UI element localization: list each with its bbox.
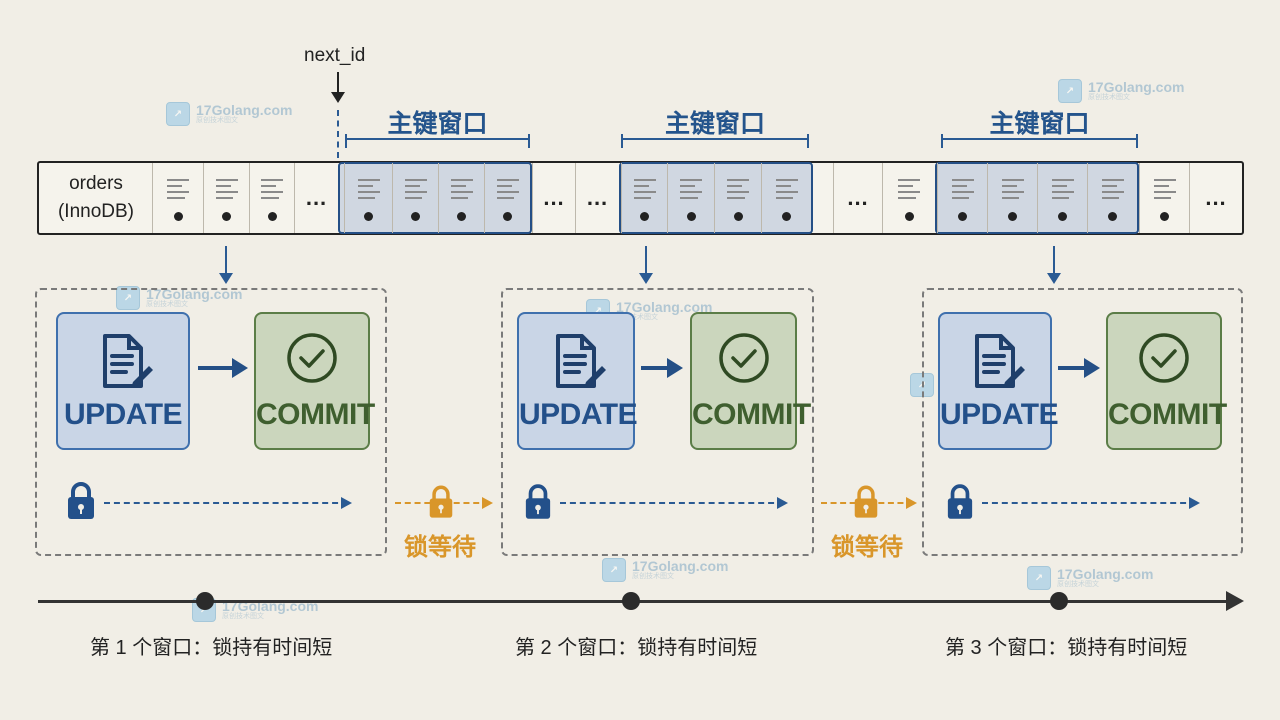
ellipsis-cell: ...	[532, 163, 575, 233]
timeline-label-2: 第 2 个窗口：锁持有时间短	[515, 637, 758, 659]
watermark-logo-icon: ↗	[166, 102, 190, 126]
row-cell	[621, 163, 667, 233]
lock-hold-line	[104, 497, 352, 509]
watermark-logo-icon: ↗	[1058, 79, 1082, 103]
next-id-arrow	[337, 72, 339, 94]
update-label: UPDATE	[940, 398, 1059, 431]
lock-wait-icon	[854, 485, 878, 518]
timeline-dot	[622, 592, 640, 610]
window-2-panel	[501, 288, 814, 556]
update-to-commit-arrow	[1058, 358, 1100, 378]
row-cell	[714, 163, 761, 233]
lock-icon	[525, 484, 551, 519]
check-circle-icon	[287, 333, 337, 383]
row-cell	[438, 163, 484, 233]
row-cell	[249, 163, 294, 233]
window-2-label: 主键窗口	[664, 110, 765, 138]
watermark-logo-icon: ↗	[602, 558, 626, 582]
timeline-dot	[196, 592, 214, 610]
next-id-dashed-guide	[337, 110, 339, 158]
table-name: orders (InnoDB)	[40, 170, 152, 226]
lock-hold-line	[560, 497, 788, 509]
timeline-label-3: 第 3 个窗口：锁持有时间短	[945, 637, 1188, 659]
update-to-commit-arrow	[198, 358, 248, 378]
window-3-bracket	[941, 134, 1138, 152]
window-1-bracket	[345, 134, 530, 152]
update-card: UPDATE	[56, 312, 190, 450]
update-label: UPDATE	[519, 398, 638, 431]
row-cell	[761, 163, 811, 233]
ellipsis-cell: ...	[833, 163, 882, 233]
commit-card: COMMIT	[690, 312, 811, 450]
timeline-label-1: 第 1 个窗口：锁持有时间短	[90, 637, 333, 659]
lock-wait-label: 锁等待	[404, 534, 476, 561]
table-name-label: orders	[69, 173, 123, 194]
table-engine-label: (InnoDB)	[57, 201, 135, 222]
lock-wait-label: 锁等待	[831, 534, 903, 561]
row-cell	[392, 163, 438, 233]
row-cell	[1037, 163, 1087, 233]
update-label: UPDATE	[63, 398, 183, 431]
lock-hold-line	[982, 497, 1200, 509]
timeline-dot	[1050, 592, 1068, 610]
commit-label: COMMIT	[256, 398, 375, 431]
window-2-down-arrow	[639, 246, 653, 284]
commit-label: COMMIT	[692, 398, 811, 431]
ellipsis-cell: ...	[575, 163, 619, 233]
document-edit-icon	[556, 334, 606, 388]
row-cell	[882, 163, 935, 233]
row-cell	[987, 163, 1037, 233]
lock-wait-icon	[429, 485, 453, 518]
window-3-down-arrow	[1047, 246, 1061, 284]
document-edit-icon	[103, 334, 153, 388]
window-2-bracket	[621, 134, 809, 152]
row-cell	[1139, 163, 1189, 233]
row-cell	[1087, 163, 1137, 233]
lock-icon	[947, 484, 973, 519]
window-1-panel	[35, 288, 387, 556]
check-circle-icon	[1139, 333, 1189, 383]
row-cell	[484, 163, 530, 233]
next-id-arrowhead	[331, 92, 345, 103]
commit-card: COMMIT	[1106, 312, 1227, 450]
update-card: UPDATE	[517, 312, 638, 450]
update-card: UPDATE	[938, 312, 1059, 450]
window-1-down-arrow	[219, 246, 233, 284]
lock-icon	[68, 482, 94, 519]
window-3-label: 主键窗口	[989, 110, 1090, 138]
update-to-commit-arrow	[641, 358, 683, 378]
window-1-label: 主键窗口	[387, 110, 488, 138]
check-circle-icon	[718, 333, 769, 383]
window-3-panel	[922, 288, 1243, 556]
row-cell	[344, 163, 392, 233]
row-cell	[667, 163, 714, 233]
row-cell	[203, 163, 249, 233]
watermark-logo-icon: ↗	[1027, 566, 1051, 590]
document-edit-icon	[975, 334, 1025, 388]
ellipsis-cell: ...	[294, 163, 338, 233]
row-cell	[937, 163, 987, 233]
next-id-label: next_id	[304, 45, 366, 66]
ellipsis-cell: ...	[1189, 163, 1242, 233]
commit-label: COMMIT	[1108, 398, 1227, 431]
row-cell	[152, 163, 203, 233]
commit-card: COMMIT	[254, 312, 375, 450]
